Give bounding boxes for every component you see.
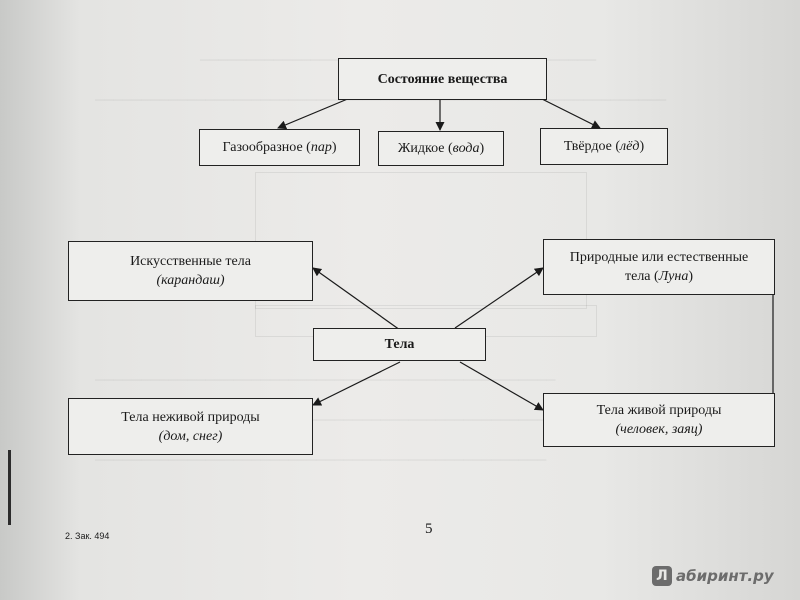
watermark: Л абиринт.ру	[652, 566, 774, 586]
artificial-example: (карандаш)	[156, 273, 225, 288]
natural-bodies-box: Природные или естественные тела (Луна)	[543, 239, 775, 295]
solid-label: Твёрдое	[563, 139, 612, 154]
solid-example: лёд	[620, 139, 640, 154]
living-label: Тела живой природы	[596, 403, 722, 418]
living-example: (человек, заяц)	[615, 422, 703, 437]
gas-state-box: Газообразное (пар)	[199, 129, 360, 166]
arrow-to-natural	[454, 267, 544, 329]
print-order-note: 2. Зак. 494	[65, 531, 110, 541]
solid-state-box: Твёрдое (лёд)	[540, 128, 668, 165]
artificial-bodies-box: Искусственные тела (карандаш)	[68, 241, 313, 301]
nonliving-example: (дом, снег)	[158, 428, 223, 444]
bodies-box: Тела	[313, 328, 486, 361]
arrow-to-nonliving	[312, 361, 401, 406]
arrow-to-gas	[277, 97, 351, 130]
natural-example: Луна	[658, 269, 689, 284]
bodies-title: Тела	[384, 337, 415, 352]
arrow-to-living	[459, 361, 544, 411]
bleed-through-text: ────────────────────────────────────────…	[95, 452, 547, 467]
living-bodies-box: Тела живой природы (человек, заяц)	[543, 393, 775, 447]
artificial-label: Искусственные тела	[130, 254, 251, 269]
arrow-to-solid	[539, 97, 601, 129]
liquid-example: вода	[452, 141, 480, 156]
liquid-label: Жидкое	[397, 141, 445, 156]
binding-edge	[8, 450, 11, 525]
natural-label-line1: Природные или естественные	[569, 250, 749, 265]
state-of-matter-box: Состояние вещества	[338, 58, 547, 100]
gas-label: Газообразное	[222, 140, 303, 155]
natural-label-line2: тела	[624, 269, 651, 284]
nonliving-label: Тела неживой природы	[121, 409, 260, 425]
watermark-text: абиринт.ру	[676, 567, 774, 585]
natural-label-line2-wrap: тела (Луна)	[624, 269, 694, 284]
state-of-matter-title: Состояние вещества	[377, 71, 508, 87]
page-number: 5	[425, 521, 433, 537]
nonliving-bodies-box: Тела неживой природы (дом, снег)	[68, 398, 313, 455]
liquid-state-box: Жидкое (вода)	[378, 131, 504, 166]
gas-example: пар	[310, 140, 332, 155]
watermark-logo-icon: Л	[652, 566, 672, 586]
bleed-through-text: ────────────────────────────────────────…	[95, 372, 556, 387]
arrow-to-artificial	[312, 267, 401, 331]
